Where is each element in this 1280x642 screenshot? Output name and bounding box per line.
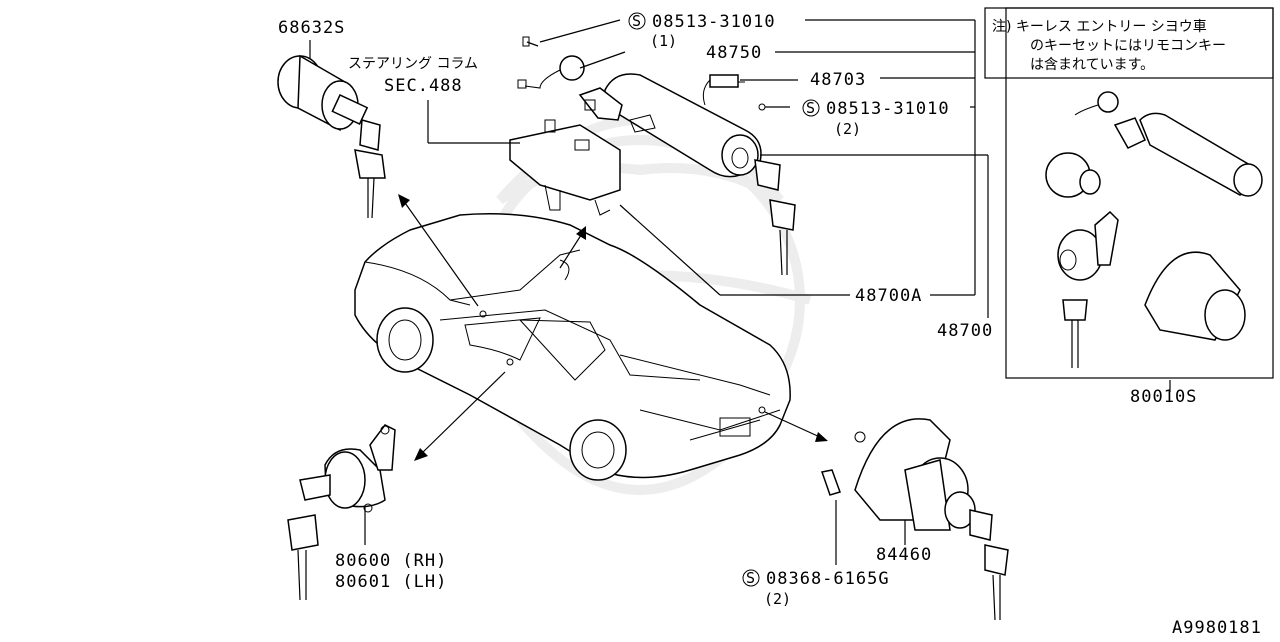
label-80010s: 80010S [1130,387,1197,407]
label-48703: 48703 [810,70,866,90]
leader-lines [309,19,1171,565]
sensor-48703 [702,74,790,111]
std-part-symbol [742,569,760,587]
std-symbol-3: S [746,569,755,587]
std-symbol-1: S [632,12,641,30]
pointer-arrows [398,194,828,461]
trunk-lock-84460 [821,418,1009,621]
label-sec488: SEC.488 [384,76,463,96]
switch-48750 [517,36,585,89]
label-08368: 08368-6165G [766,569,890,589]
std-part-symbol [628,12,646,30]
note-text: 注) キーレス エントリー シヨウ車 のキーセットにはリモコンキー は含まれてい… [992,18,1226,73]
lock-cylinder-68632s [277,54,386,219]
car-illustration [354,213,791,481]
std-part-symbol [802,99,820,117]
label-48700a: 48700A [855,286,922,306]
label-80601: 80601 (LH) [335,572,447,592]
steering-column [509,119,621,216]
note-line-2: のキーセットにはリモコンキー [1030,38,1226,54]
note-line-1: 注) キーレス エントリー シヨウ車 [992,18,1207,35]
label-48700: 48700 [937,321,993,341]
label-qty-2: (2) [834,120,861,138]
key-set-note-box [984,7,1274,379]
diagram-id: A9980181 [1172,618,1262,638]
label-08513-1: 08513-31010 [652,12,776,32]
label-84460: 84460 [876,545,932,565]
std-symbol-2: S [806,99,815,117]
part-labels: 68632S ステアリング コラム SEC.488 S 08513-31010 … [278,12,1262,638]
label-80600: 80600 (RH) [335,551,447,571]
door-lock-80600 [287,424,396,601]
ignition-assembly-48700 [578,73,796,276]
label-steering-column: ステアリング コラム [348,56,478,72]
label-qty-3: (2) [764,590,791,608]
note-line-3: は含まれています。 [1030,57,1154,73]
label-68632s: 68632S [278,18,345,38]
label-48750: 48750 [706,43,762,63]
label-08513-2: 08513-31010 [826,99,950,119]
label-qty-1: (1) [650,32,677,50]
